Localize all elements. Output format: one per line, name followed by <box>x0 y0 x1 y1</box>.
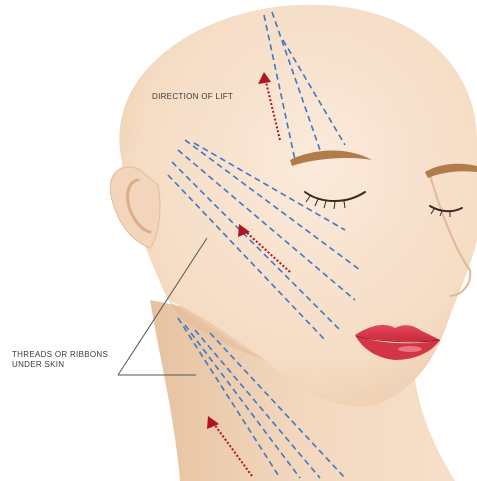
threads-label-line1: THREADS OR RIBBONS <box>12 350 108 360</box>
lip-highlight <box>398 346 422 352</box>
threads-label: THREADS OR RIBBONS UNDER SKIN <box>12 350 108 370</box>
threads-label-line2: UNDER SKIN <box>12 360 108 370</box>
direction-of-lift-label: DIRECTION OF LIFT <box>152 92 233 102</box>
